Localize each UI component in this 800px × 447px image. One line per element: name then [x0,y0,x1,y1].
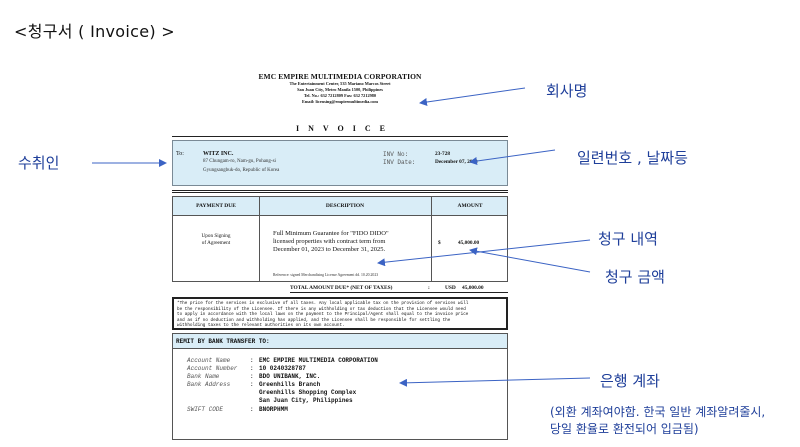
remit-colon: : [250,373,254,380]
description-line: December 01, 2023 to December 31, 2025. [273,246,386,253]
charges-header-row: PAYMENT DUE DESCRIPTION AMOUNT [173,197,507,216]
invoice-number: 23-728 [435,151,451,157]
header-payment-due: PAYMENT DUE [196,203,236,209]
arrow-billing-amount [469,247,591,273]
remit-label: SWIFT CODE [187,406,224,413]
to-label: To: [176,151,184,157]
company-name: EMC EMPIRE MULTIMEDIA CORPORATION [258,72,422,81]
annotation-company-name: 회사명 [546,82,588,100]
arrow-bank-account [399,377,591,387]
company-phone-line: Tel. No.: 632 7212809 Fax: 632 7212980 [303,93,377,98]
bank-note-line: (외환 계좌여야함. 한국 일반 계좌알려줄시, [550,405,766,419]
header-amount: AMOUNT [457,203,483,209]
description-line: Full Minimum Guarantee for "FIDO DIDO" [273,230,389,237]
annotation-recipient: 수취인 [18,154,60,172]
annotation-bank-account: 은행 계좌 [600,372,660,390]
total-colon: : [428,285,430,291]
total-underline [290,292,508,293]
remit-label: Account Name [187,357,231,364]
charge-description: Full Minimum Guarantee for "FIDO DIDO" l… [273,230,423,254]
bank-note-line: 당일 환율로 환전되어 입금됨) [550,422,699,436]
divider [172,192,508,193]
tax-notice: *The price for the services is exclusive… [172,297,508,330]
total-label: TOTAL AMOUNT DUE* (NET OF TAXES) [290,285,393,291]
notice-line: be the responsibility of the Licensee. I… [177,306,466,312]
remit-label: Bank Address [187,381,231,388]
page-heading: <청구서 ( Invoice) > [14,22,176,41]
charges-table: PAYMENT DUE DESCRIPTION AMOUNT Upon Sign… [172,196,508,282]
company-header: EMC EMPIRE MULTIMEDIA CORPORATION The En… [220,72,460,105]
company-email-line: Email: licensing@empiremultimedia.com [301,99,378,104]
notice-line: *The price for the services is exclusive… [177,301,469,306]
invoice-title: INVOICE [296,124,394,133]
notice-line: withholding taxes to the relevant author… [177,323,345,328]
bank-address-line: Greenhills Shopping Complex [259,389,357,396]
account-number: 10 0240328787 [259,365,306,372]
bank-address-line: San Juan City, Philippines [259,397,353,404]
arrow-billing-details [377,239,591,267]
column-divider [431,197,432,281]
payment-due-line: Upon Signing [201,233,231,239]
bank-transfer-title: REMIT BY BANK TRANSFER TO: [173,334,507,349]
invoice-date-label: INV Date: [383,159,416,166]
remit-colon: : [250,365,254,372]
account-name: EMC EMPIRE MULTIMEDIA CORPORATION [259,357,378,364]
agreement-reference: Reference: signed Merchandising License … [273,273,379,277]
arrow-company [419,87,526,106]
bank-address: Greenhills Branch [259,381,321,388]
remit-label: Account Number [187,365,238,372]
recipient-address-line: Gyungsangbuk-do, Republic of Korea [203,168,280,173]
notice-line: and as if no deduction and withholding h… [177,317,451,323]
total-currency: USD [445,285,456,291]
annotation-billing-amount: 청구 금액 [605,268,665,286]
remit-colon: : [250,381,254,388]
bank-transfer-box: REMIT BY BANK TRANSFER TO: Account Name … [172,333,508,440]
invoice-date: December 07, 2023 [435,159,478,165]
annotation-bank-note: (외환 계좌여야함. 한국 일반 계좌알려줄시, 당일 환율로 환전되어 입금됨… [550,404,765,438]
column-divider [259,197,260,281]
recipient-box: To: WITZ INC. 87 Chungam-ro, Nam-gu, Poh… [172,140,508,186]
description-line: licensed properties with contract term f… [273,238,386,245]
bank-name: BDO UNIBANK, INC. [259,373,321,380]
recipient-name: WITZ INC. [203,151,234,157]
charge-amount: 45,000.00 [458,240,480,246]
remit-colon: : [250,406,254,413]
divider [172,190,508,191]
payment-due-line: of Agreement [201,240,231,246]
notice-line: to apply in accordance with the local la… [177,312,469,317]
company-address-line: The Entertainment Center, 535 Mariano Ma… [289,81,391,86]
company-city-line: San Juan City, Metro Manila 1500, Philip… [297,87,383,92]
arrow-serial-date [469,149,556,165]
divider [172,136,508,137]
remit-colon: : [250,357,254,364]
header-description: DESCRIPTION [325,203,365,209]
remit-label: Bank Name [187,373,220,380]
total-amount: 45,000.00 [462,285,484,291]
recipient-address-line: 87 Chungam-ro, Nam-gu, Pohang-si [203,159,276,164]
currency-symbol: $ [438,240,441,246]
swift-code: BNORPHMM [259,406,288,413]
annotation-billing-details: 청구 내역 [598,230,658,248]
invoice-number-label: INV No: [383,151,409,158]
annotation-serial-date: 일련번호 , 날짜등 [577,149,688,167]
